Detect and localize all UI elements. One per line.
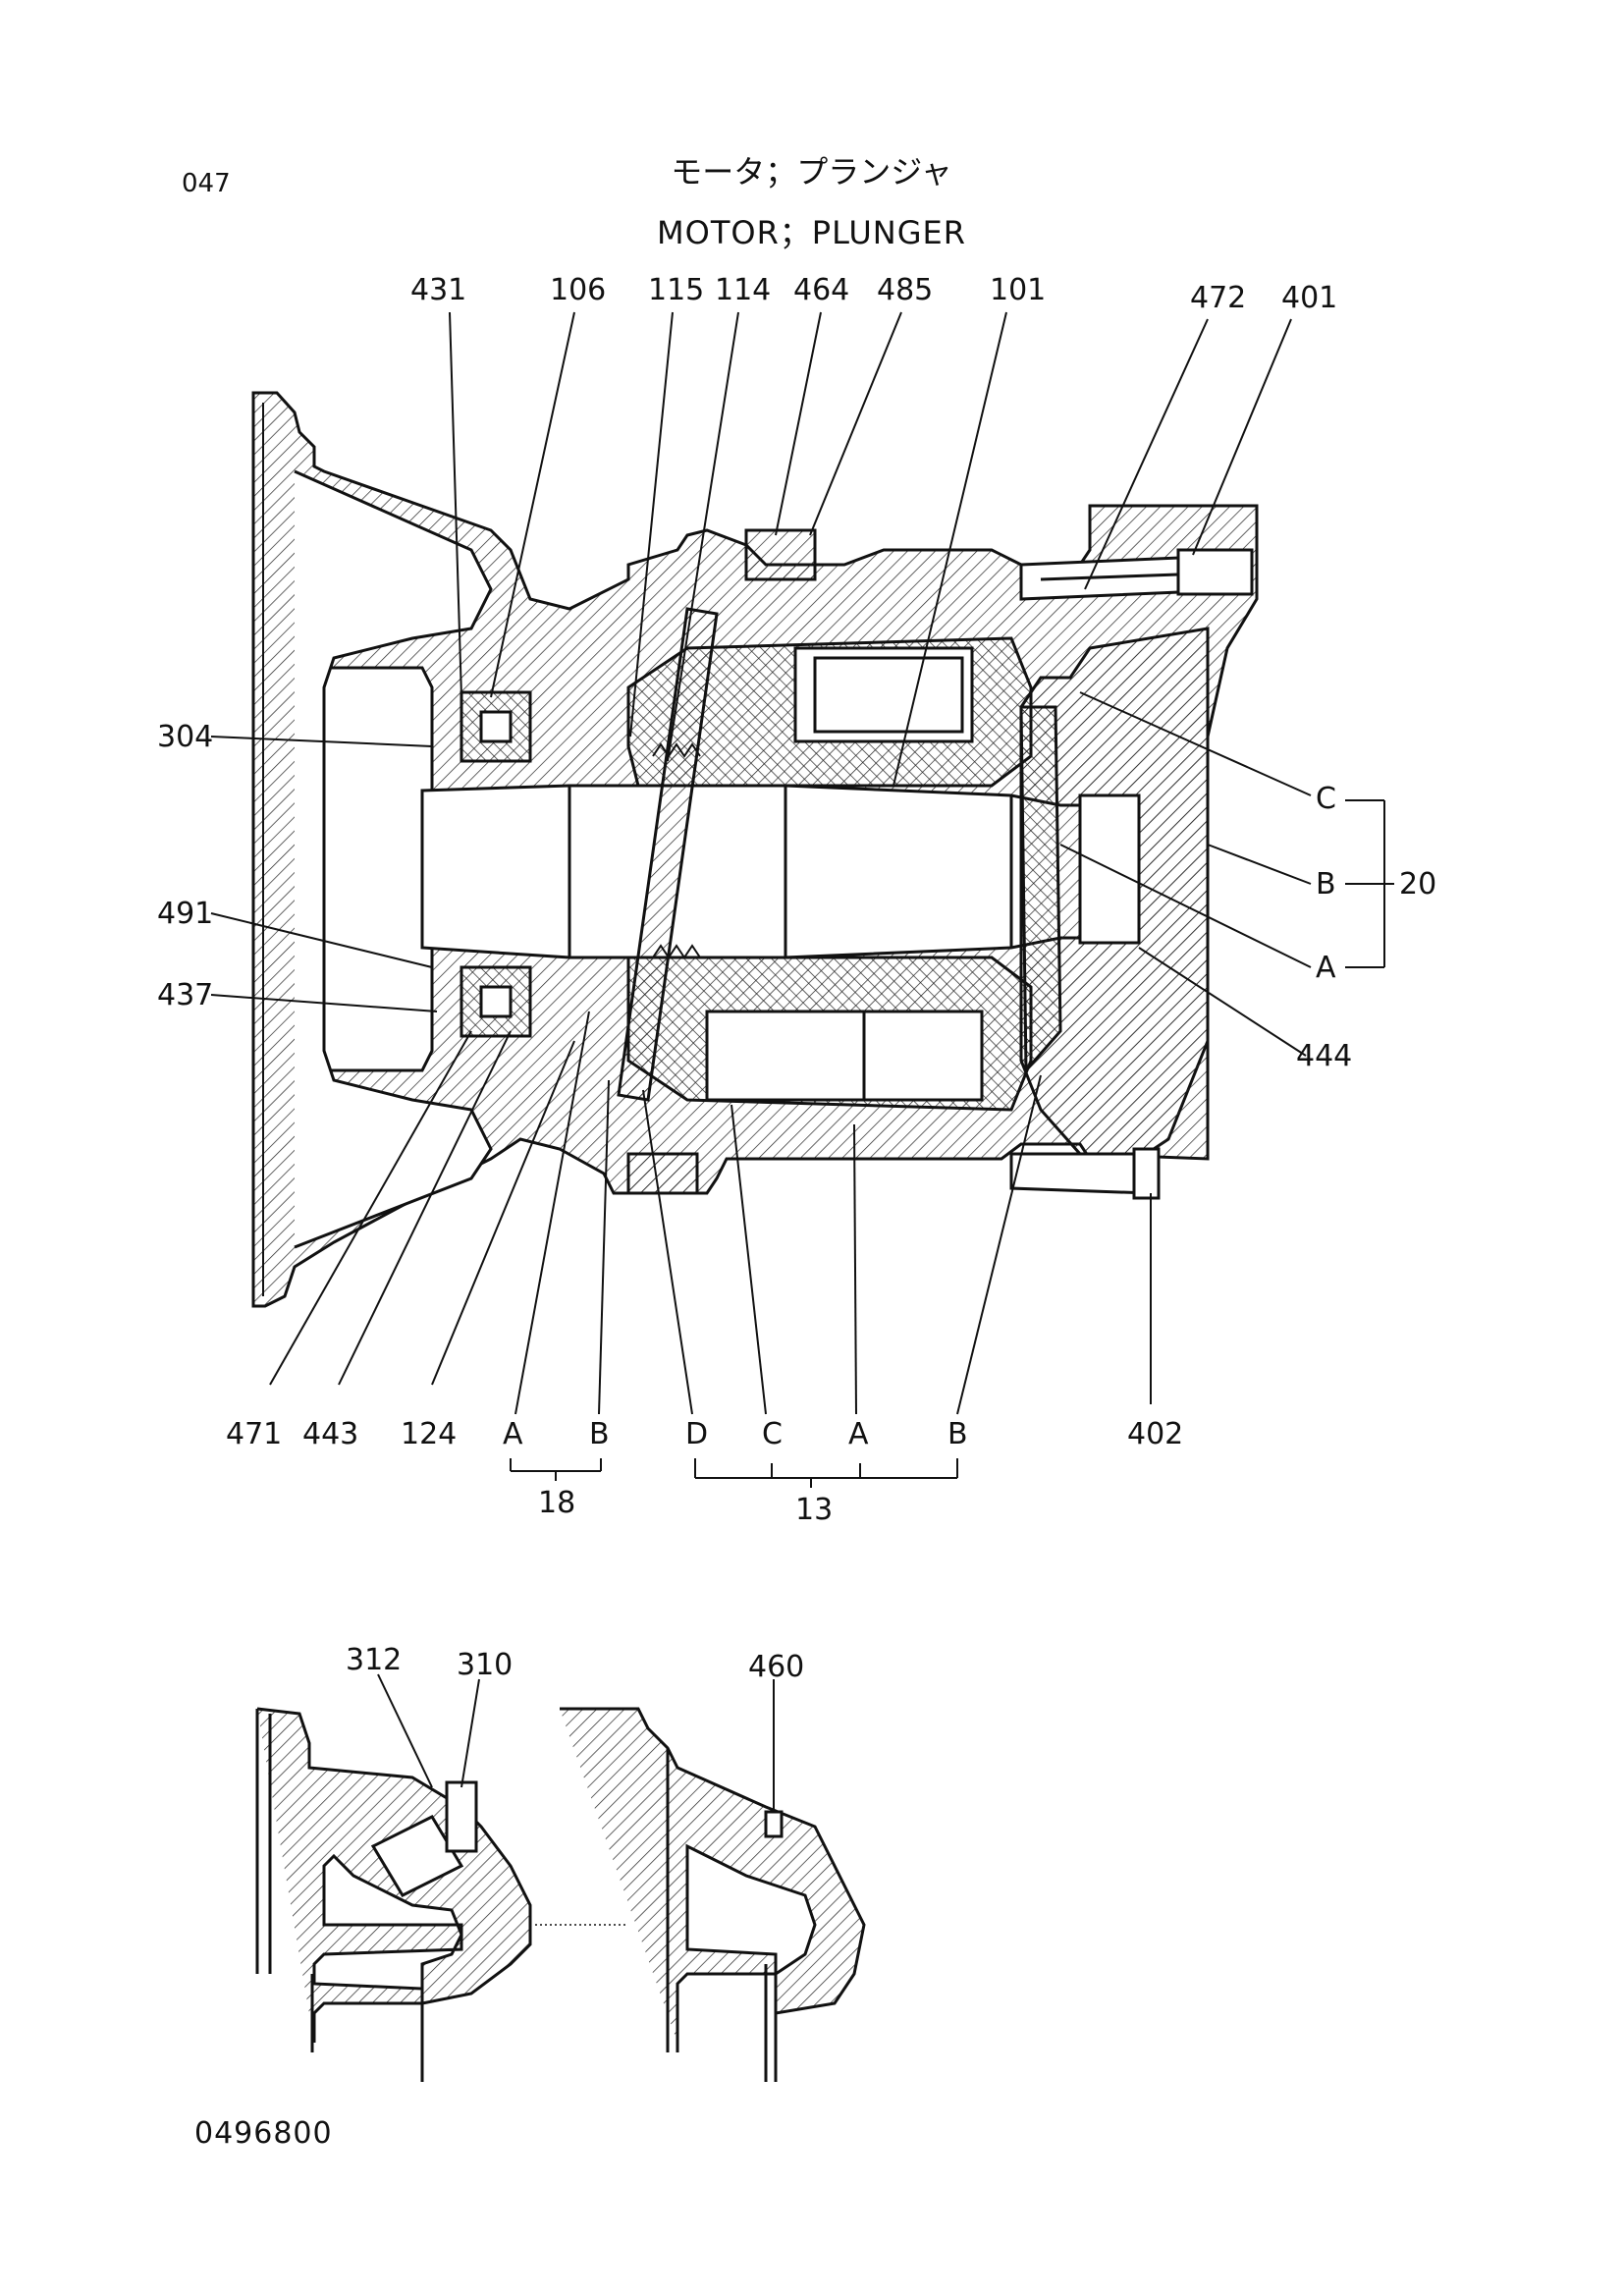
callout-106: 106 — [550, 273, 606, 307]
callout-c-13: C — [762, 1417, 783, 1451]
drawing-code: 0496800 — [194, 2116, 333, 2151]
leader-lines — [210, 311, 1394, 1488]
title-japanese: モータ；プランジャ — [671, 153, 952, 191]
callout-d-13: D — [685, 1417, 708, 1451]
page-number: 047 — [182, 169, 231, 198]
callout-401: 401 — [1281, 281, 1337, 315]
main-section-drawing — [251, 391, 1259, 1308]
group-label-13: 13 — [795, 1493, 833, 1527]
callout-a-18: A — [503, 1417, 523, 1451]
title-english: MOTOR；PLUNGER — [657, 214, 966, 251]
callout-115: 115 — [648, 273, 704, 307]
callout-b-18: B — [589, 1417, 610, 1451]
callout-124: 124 — [401, 1417, 457, 1451]
callout-304: 304 — [157, 720, 213, 754]
callout-460: 460 — [748, 1650, 804, 1684]
callout-b-13: B — [947, 1417, 968, 1451]
callout-b-right: B — [1316, 867, 1336, 902]
callout-485: 485 — [877, 273, 933, 307]
callout-312: 312 — [346, 1643, 402, 1677]
callout-20: 20 — [1399, 867, 1436, 902]
callout-labels: 431 106 115 114 464 485 101 472 401 304 … — [157, 273, 1436, 1527]
callout-402: 402 — [1127, 1417, 1183, 1451]
callout-431: 431 — [410, 273, 466, 307]
callout-444: 444 — [1296, 1039, 1352, 1073]
callout-310: 310 — [457, 1648, 513, 1682]
detail-left-leaders — [377, 1673, 480, 1788]
callout-a-right: A — [1316, 951, 1336, 985]
group-label-18: 18 — [538, 1486, 575, 1520]
callout-437: 437 — [157, 978, 213, 1012]
callout-464: 464 — [793, 273, 849, 307]
callout-472: 472 — [1190, 281, 1246, 315]
callout-a-13: A — [848, 1417, 869, 1451]
callout-101: 101 — [990, 273, 1046, 307]
callout-114: 114 — [715, 273, 771, 307]
callout-c-right: C — [1316, 782, 1336, 816]
callout-443: 443 — [302, 1417, 358, 1451]
callout-471: 471 — [226, 1417, 282, 1451]
callout-491: 491 — [157, 897, 213, 931]
detail-view-right — [560, 1707, 866, 2082]
detail-view-left — [255, 1707, 628, 2082]
